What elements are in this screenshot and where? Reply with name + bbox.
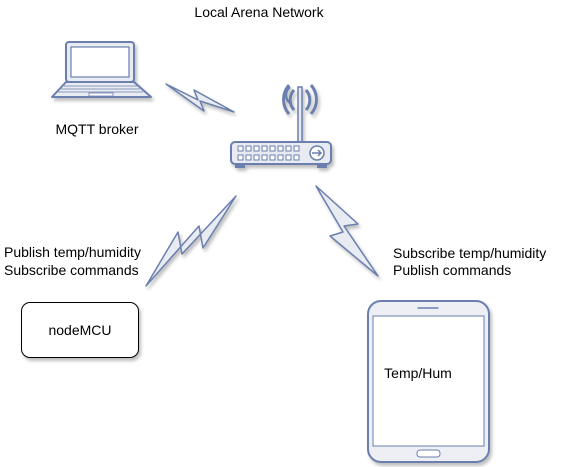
link-router-phone <box>315 185 379 277</box>
laptop-icon <box>51 41 152 98</box>
wireless-router-icon <box>230 84 332 168</box>
nodemcu-flow-subscribe: Subscribe commands <box>4 262 139 278</box>
nodemcu-flow-publish: Publish temp/humidity <box>4 244 141 260</box>
phone-flow-publish: Publish commands <box>393 262 512 278</box>
phone-flow-subscribe: Subscribe temp/humidity <box>393 245 547 261</box>
nodemcu-box <box>21 302 139 358</box>
broker-label: MQTT broker <box>55 121 139 137</box>
network-title: Local Arena Network <box>194 4 324 20</box>
smartphone-icon <box>367 300 490 463</box>
link-router-nodemcu <box>145 195 237 287</box>
link-broker-router <box>165 83 235 113</box>
nodemcu-label: nodeMCU <box>48 322 112 338</box>
phone-label: Temp/Hum <box>384 365 452 381</box>
